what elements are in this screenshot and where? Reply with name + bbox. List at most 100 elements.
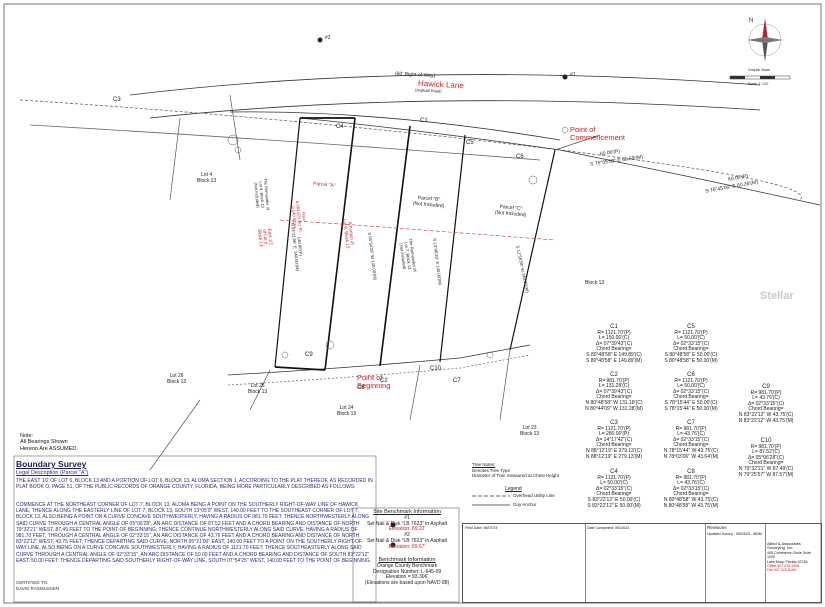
curve-row: Δ= 05°06'28"(C) [747,454,784,461]
tree-notes-heading: Tree Notes: [472,462,496,467]
date-completed: Date Completed: 06/10/24 [587,526,629,530]
site-benchmark-info: Site Benchmark Information #1 Set Nail &… [358,509,456,551]
curve-row: R= 981.70'(P) [675,425,707,432]
county-benchmark-designation: Designation Number: L-645-09 [372,568,442,575]
curve-label-c7: C7 [453,378,461,384]
curve-row: S 78°15'44" E 50.00'(C) [664,399,718,406]
legend-heading: Legend [505,486,522,492]
curve-label-c3: C3 [113,97,121,103]
curve-row: Δ= 02°33'15"(C) [672,340,709,347]
curve-row: L= 43.76'(C) [677,431,705,438]
curve-table-c8: C8 R= 981.70'(P) L= 43.76'(C) Δ= 02°33'1… [660,469,722,509]
curve-row: Chord Bearing= [748,406,784,413]
tree-notes: Tree Notes: Denotes Tree Type Diameter o… [472,462,559,479]
curve-row: Δ= 02°33'15"(C) [672,485,709,492]
lot-25-label: Lot 25 Block 13 [248,383,268,395]
lot-24-label: Lot 24 Block 13 [337,405,357,417]
benchmark-elevation: Elevation: 89.67' [388,543,426,550]
company-office: Office:407.678.3366 [767,564,800,569]
curve-label-c4: C4 [336,124,344,130]
curve-row: R= 981.70'(P) [750,389,782,396]
curve-row: N 78°15'44" W 43.75'(C) [663,447,719,454]
curve-row: S 80°48'58" E 149.89'(C) [586,351,642,358]
curve-row: R= 981.70'(P) [750,443,782,450]
curve-row: Chord Bearing= [596,442,632,449]
curve-row: S 80°48'58" E 149.89'(M) [586,357,642,364]
curve-label-c6: C6 [516,154,524,160]
boundary-survey-title: Boundary Survey [16,459,87,469]
curve-table-c3: C3 R= 1121.70'(P) L= 280.00'(P) Δ= 14°17… [583,420,645,460]
benchmark-desc: Set Nail & Disk "LB 7623" in Asphalt [367,520,447,527]
curve-row: Δ= 02°33'15"(C) [672,436,709,443]
note-line: Hereon Are ASSUMED. [20,445,78,452]
note-heading: Note: [20,433,34,439]
curve-table-c9: C9 R= 981.70'(P) L= 43.76'(C) Δ= 02°33'1… [735,384,797,424]
certified-to: CERTIFIED TO: [16,580,49,585]
curve-row: N 88°12'19" E 279.13'(C) [586,447,642,454]
curve-table-c6: C6 R= 1121.70'(P) L= 50.00'(C) Δ= 02°33'… [660,372,722,412]
legend-guy-anchor: Guy Anchor [513,502,537,507]
curve-id: C9 [762,384,770,390]
curve-row: L= 43.76'(C) [752,395,780,402]
curve-row: N 78°03'06" W 43.64'(M) [663,453,719,460]
curve-row: N 79°25'57" W 87.57'(M) [738,471,794,478]
curve-row: L= 50.00'(C) [677,335,705,342]
curve-row: Chord Bearing= [673,346,709,353]
curve-row: L= 280.00'(P) [598,431,629,438]
curve-row: L= 87.52'(C) [752,449,780,456]
note-line: All Bearings Shown [20,439,68,446]
curve-row: S 80°48'58" E 50.00'(M) [664,357,718,364]
curve-id: C8 [687,469,695,475]
revisions-cell: Revisions Updated Survey - 06/03/25 - AB… [705,524,766,602]
curve-row: R= 1121.70'(P) [597,474,631,481]
curve-row: S 80°48'58" E 50.00'(C) [664,351,718,358]
curve-table-c5: C5 R= 1121.70'(P) L= 50.00'(C) Δ= 02°33'… [660,324,722,364]
tree-note-line: Denotes Tree Type [472,467,510,473]
company-fax: Fax:407.320.8165 [767,568,796,573]
curve-row: Chord Bearing= [673,491,709,498]
benchmark-id: #2 [404,532,410,539]
legend-overhead-utility: Overhead Utility Line [513,493,555,498]
county-benchmark-heading: Benchmark Information [378,557,436,563]
company-address: Lake Mary, Florida 32746 [767,559,808,564]
north-label: N [749,18,754,24]
company-address: 408 Commerce Circle Suite 1020 [767,550,811,560]
curve-id: C7 [687,420,695,426]
curve-table-c10: C10 R= 981.70'(P) L= 87.52'(C) Δ= 05°06'… [735,438,797,478]
curve-row: L= 50.00'(C) [677,383,705,390]
curve-row: R= 1121.70'(P) [674,377,708,384]
block-13-label: Block 13 [585,280,605,286]
curve-row: Chord Bearing= [596,394,632,401]
curve-label-c10: C10 [430,366,442,372]
benchmark-desc: Set Nail & Disk "LB 7623" in Asphalt [367,537,447,544]
curve-id: C4 [610,469,618,475]
revisions-heading: Revisions [707,525,727,530]
watermark-logo: Stellar [760,290,794,302]
curve-row: N 83°22'12" W 43.75'(C) [738,411,794,418]
curve-label-c9: C9 [305,352,313,358]
curve-row: L= 150.00'(C) [598,335,630,342]
curve-row: Chord Bearing= [673,394,709,401]
curve-row: N 79°32'21" W 87.49'(C) [738,465,794,472]
curve-label-c1: C1 [420,118,428,124]
curve-row: R= 1121.70'(P) [597,329,631,336]
curve-label-c8: C8 [357,385,365,391]
curve-row: S 83°22'12" E 50.00'(M) [587,502,641,509]
notes-cell: Date Completed: 06/10/24 [585,524,706,602]
curve-row: S 78°15'44" E 50.00'(M) [664,405,718,412]
curve-label-c5: C5 [466,140,474,146]
curve-row: L= 50.00'(C) [600,480,628,487]
field-date: Field Date: 06/07/24 [465,526,498,530]
lot-26-label: Lot 26 Block 13 [167,373,187,385]
curve-row: Δ= 14°17'42"(C) [595,436,632,443]
abbreviations-cell: Field Date: 06/07/24 [463,524,586,602]
curve-table-c7: C7 R= 981.70'(P) L= 43.76'(C) Δ= 02°33'1… [660,420,722,460]
county-benchmark-info: Benchmark Information Orange County Benc… [358,557,456,587]
curve-row: N 80°48'58" W 131.18'(C) [585,399,643,406]
certified-name: DAVID RASMUSSEN [16,586,60,591]
curve-row: L= 131.28'(C) [598,383,630,390]
curve-row: Chord Bearing= [596,491,632,498]
curve-row: N 88°12'19" E 279.13'(M) [585,453,643,460]
curve-row: Δ= 02°33'15"(C) [747,400,784,407]
